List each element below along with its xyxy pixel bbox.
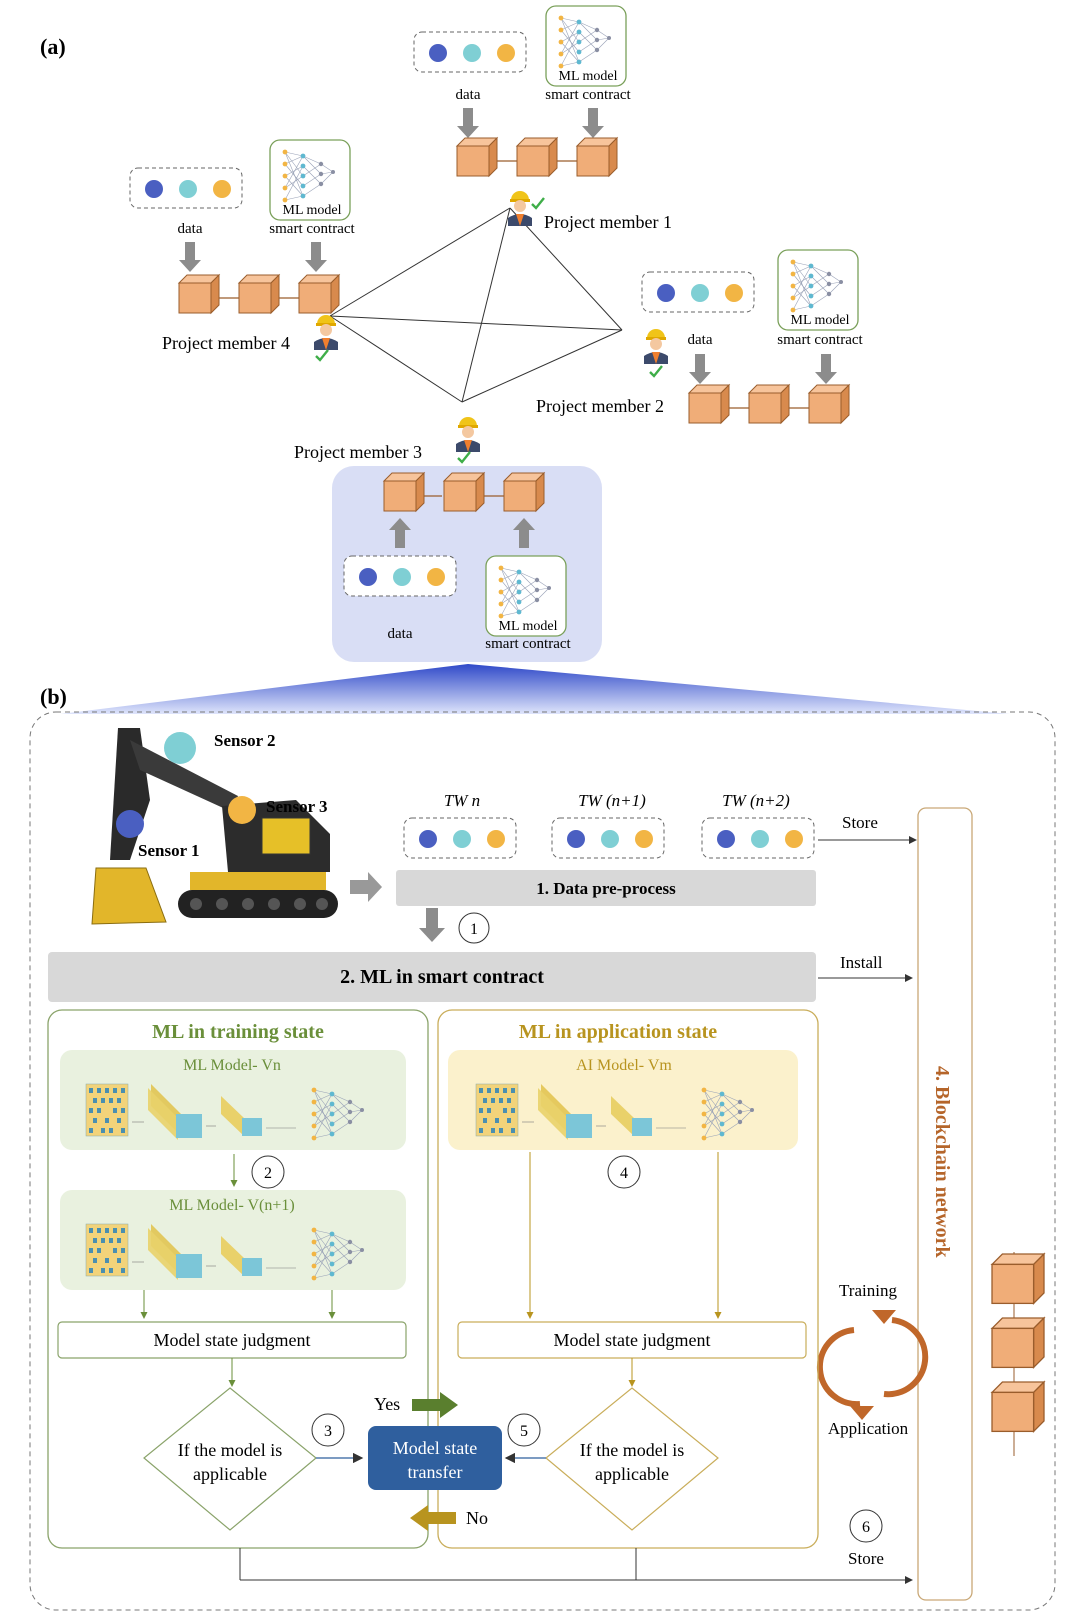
sc-label: smart contract (269, 221, 355, 237)
step-number: 5 (520, 1423, 528, 1440)
worker-icon (644, 329, 668, 364)
step-4-marker (607, 1155, 641, 1189)
yes-arrow (412, 1392, 458, 1418)
member-4-node: ML model data smart contract Project mem… (129, 139, 356, 362)
step-number: 3 (324, 1423, 332, 1440)
install-label: Install (840, 953, 883, 972)
data-label: data (688, 332, 713, 348)
member-2-node: ML model data smart contract Project mem… (536, 249, 864, 424)
data-label: data (388, 626, 413, 642)
store-label-bottom: Store (848, 1549, 884, 1568)
no-arrow (410, 1505, 456, 1531)
ml-label: ML model (791, 313, 850, 328)
check-icon (314, 348, 330, 362)
ml-smart-contract-bar (48, 952, 816, 1002)
judgment-label: Model state judgment (554, 1330, 711, 1350)
application-state-panel (437, 1009, 819, 1549)
store-label: Store (842, 813, 878, 832)
worker-icon (456, 417, 480, 452)
step-number: 1 (470, 921, 478, 938)
step-number: 4 (620, 1165, 628, 1182)
member-1-label: Project member 1 (544, 212, 672, 232)
worker-icon (508, 191, 532, 226)
check-icon (456, 450, 472, 464)
model-vn-card (60, 1050, 406, 1150)
data-label: data (178, 221, 203, 237)
model-vm-label: AI Model- Vm (576, 1057, 672, 1074)
member-3-label: Project member 3 (294, 442, 422, 462)
training-state-panel (47, 1009, 429, 1549)
ml-label: ML model (283, 203, 342, 218)
model-vn1-label: ML Model- V(n+1) (169, 1197, 294, 1214)
member-3-node: Project member 3 ML model data smart con… (294, 417, 602, 662)
panel-b-label: (b) (40, 684, 67, 709)
model-vn1-card (60, 1190, 406, 1290)
data-label: data (456, 87, 481, 103)
decision-diamond-training (143, 1387, 317, 1531)
window-label: TW (n+2) (722, 791, 790, 810)
no-label: No (466, 1508, 488, 1528)
time-windows: TW n TW (n+1) TW (n+2) (403, 791, 815, 859)
preprocess-bar (396, 870, 816, 906)
panel-b-frame (29, 711, 1056, 1611)
panel-a-label: (a) (40, 34, 66, 59)
decision-line-1: If the model is (178, 1440, 282, 1460)
sensor-2-dot (164, 732, 196, 764)
application-label: Application (828, 1419, 909, 1438)
step-5-marker (507, 1413, 541, 1447)
ml-sc-label: 2. ML in smart contract (340, 966, 544, 988)
window-label: TW (n+1) (578, 791, 646, 810)
step-2-marker (251, 1155, 285, 1189)
worker-icon (314, 315, 338, 350)
member-4-label: Project member 4 (162, 333, 290, 353)
judgment-label: Model state judgment (154, 1330, 311, 1350)
cycle-icon (816, 1310, 929, 1420)
check-icon (648, 364, 664, 378)
step-6-marker (849, 1509, 883, 1543)
arrow-right (350, 872, 382, 902)
sensor-1-dot (116, 810, 144, 838)
sc-label: smart contract (777, 332, 863, 348)
model-vm-card (448, 1050, 798, 1150)
yes-label: Yes (374, 1394, 400, 1414)
step-1-marker (458, 912, 490, 944)
sc-label: smart contract (485, 636, 571, 652)
blockchain-label: 4. Blockchain network (931, 1066, 953, 1259)
network-edges (329, 207, 623, 403)
model-vn-label: ML Model- Vn (183, 1057, 281, 1074)
sc-label: smart contract (545, 87, 631, 103)
ml-label: ML model (559, 69, 618, 84)
check-icon (530, 196, 546, 210)
transfer-line-2: transfer (408, 1462, 463, 1482)
zoom-fan (60, 664, 1010, 714)
preprocess-label: 1. Data pre-process (536, 879, 676, 898)
step-number: 2 (264, 1165, 272, 1182)
training-state-title: ML in training state (152, 1021, 324, 1043)
member-2-label: Project member 2 (536, 396, 664, 416)
side-block-chain (991, 1252, 1045, 1456)
decision-diamond-application (545, 1387, 719, 1531)
ml-label: ML model (499, 619, 558, 634)
decision-line-1: If the model is (580, 1440, 684, 1460)
sensor-3-label: Sensor 3 (266, 797, 328, 816)
blockchain-column (917, 807, 973, 1601)
step-number: 6 (862, 1519, 870, 1536)
sensor-2-label: Sensor 2 (214, 731, 276, 750)
member-1-node: ML model data smart contract Project mem… (413, 5, 672, 232)
window-label: TW n (444, 791, 480, 810)
excavator-illustration (91, 728, 338, 925)
transfer-line-1: Model state (393, 1438, 477, 1458)
decision-line-2: applicable (595, 1464, 669, 1484)
sensor-1-label: Sensor 1 (138, 841, 200, 860)
sensor-3-dot (228, 796, 256, 824)
decision-line-2: applicable (193, 1464, 267, 1484)
step-3-marker (311, 1413, 345, 1447)
application-state-title: ML in application state (519, 1021, 717, 1043)
training-label: Training (839, 1281, 897, 1300)
model-state-transfer-box (368, 1426, 502, 1490)
